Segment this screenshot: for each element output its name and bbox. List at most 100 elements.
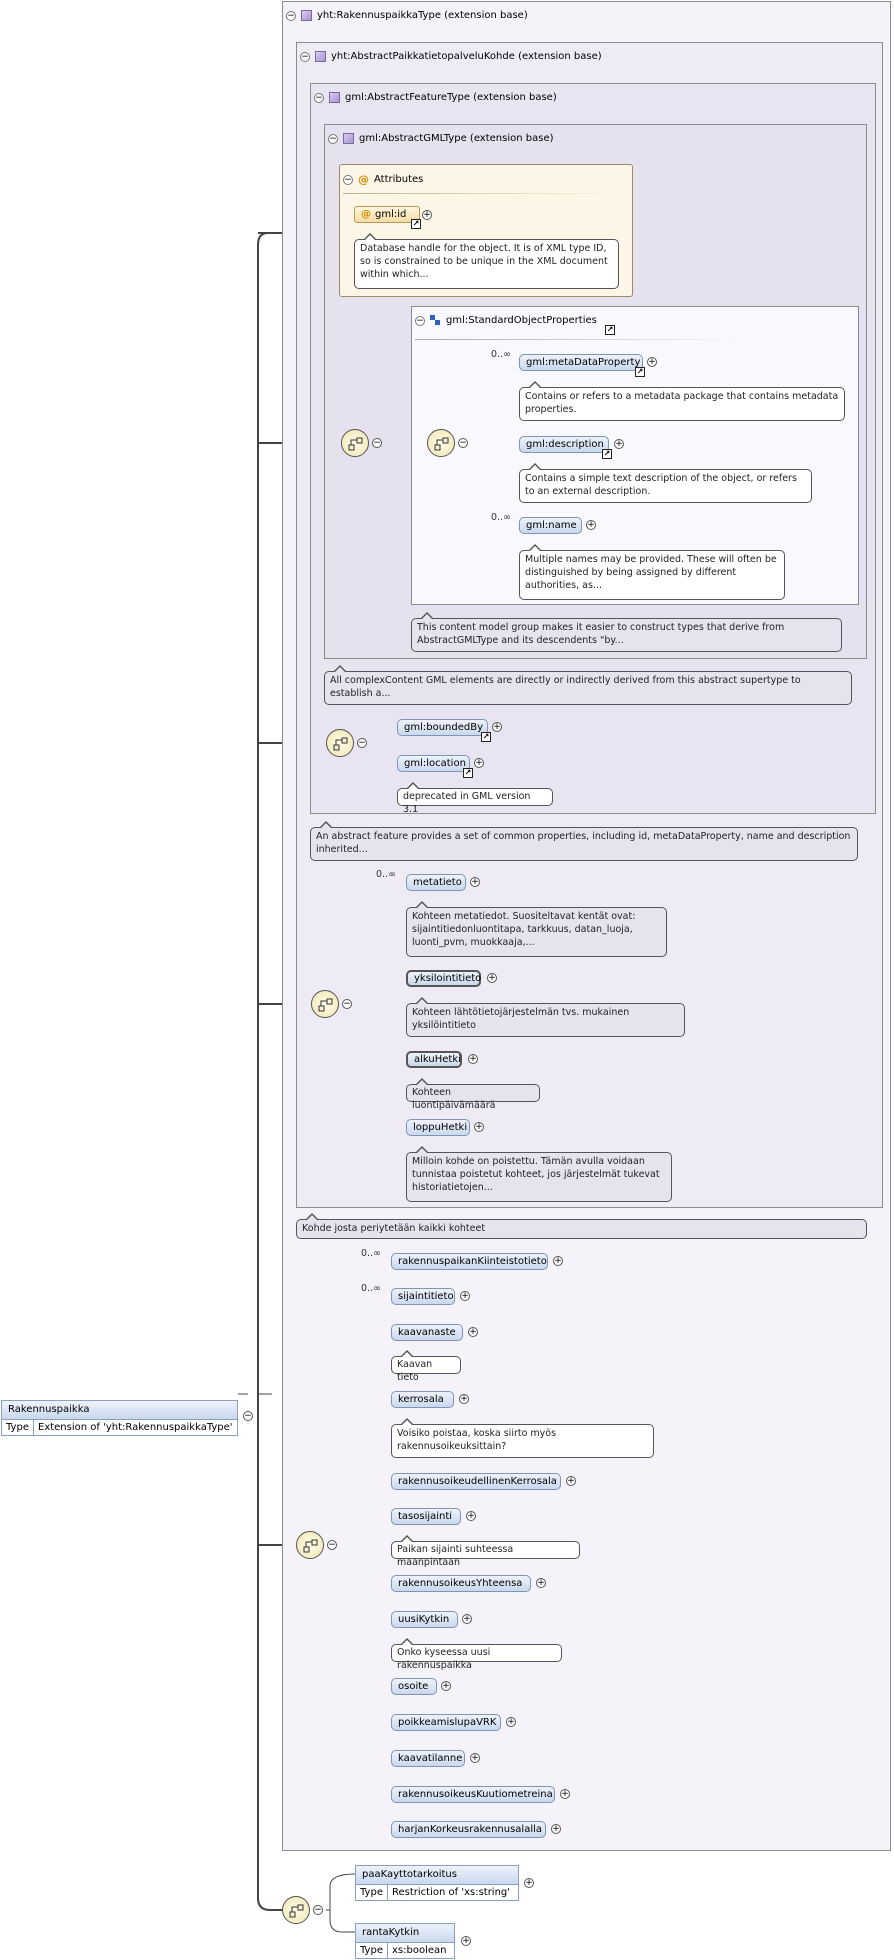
element-rakennuspaikankiinteistotieto[interactable]: rakennuspaikanKiinteistotieto [391,1253,548,1270]
expand-icon[interactable]: + [551,1824,561,1834]
yksilointitieto-doc: Kohteen lähtötietojärjestelmän tvs. muka… [406,997,685,1037]
paakayttotarkoitus-type-label: Type [356,1885,388,1901]
collapse-icon[interactable]: − [314,92,324,103]
collapse-icon[interactable]: − [415,315,425,326]
expand-icon[interactable]: + [566,1476,576,1486]
extension-icon [315,51,326,62]
collapse-icon[interactable]: − [286,10,296,21]
expand-icon[interactable]: + [468,1327,478,1337]
element-osoite[interactable]: osoite [391,1678,437,1695]
element-alkuhetki[interactable]: alkuHetki [406,1051,462,1068]
expand-icon[interactable]: + [474,1122,484,1132]
sequence-icon[interactable] [427,429,455,457]
expand-icon[interactable]: + [470,1753,480,1763]
element-metatieto[interactable]: metatieto [406,874,466,891]
collapse-icon[interactable]: − [327,1540,337,1550]
element-poikkeamislupavrk[interactable]: poikkeamislupaVRK [391,1714,501,1731]
element-rakennusoikeusyhteensa[interactable]: rakennusoikeusYhteensa [391,1575,531,1592]
link-icon[interactable]: ↗ [602,449,612,459]
metatieto-doc: Kohteen metatiedot. Suositeltavat kentät… [406,901,667,957]
expand-icon[interactable]: + [459,1394,469,1404]
element-rakennusoikeuskuutiometreina[interactable]: rakennusoikeusKuutiometreina [391,1786,555,1803]
kerrosala-doc: Voisiko poistaa, koska siirto myös raken… [391,1418,654,1458]
expand-icon[interactable]: + [462,1614,472,1624]
collapse-icon[interactable]: − [357,738,367,748]
cardinality-label: 0..∞ [376,869,396,880]
expand-icon[interactable]: + [647,357,657,367]
element-gml-description[interactable]: gml:description [519,436,609,453]
sequence-icon[interactable] [296,1531,324,1559]
attribute-icon: @ [358,173,369,186]
element-kaavatilanne[interactable]: kaavatilanne [391,1750,465,1767]
attr-gml-id[interactable]: gml:id [354,206,420,223]
expand-icon[interactable]: + [466,1511,476,1521]
group-icon [430,315,441,326]
element-sijaintitieto[interactable]: sijaintitieto [391,1288,455,1305]
name-doc: Multiple names may be provided. These wi… [519,544,785,600]
expand-icon[interactable]: + [536,1578,546,1588]
expand-icon[interactable]: + [553,1256,563,1266]
root-type-value: Extension of 'yht:RakennuspaikkaType' [38,1422,233,1433]
element-gml-name[interactable]: gml:name [519,517,582,534]
cardinality-label: 0..∞ [491,349,511,360]
collapse-icon[interactable]: − [343,174,353,185]
collapse-icon[interactable]: − [300,51,310,62]
root-type-label: Type [2,1420,34,1436]
link-icon[interactable]: ↗ [463,768,473,778]
sequence-icon[interactable] [326,729,354,757]
link-icon[interactable]: ↗ [411,219,421,229]
collapse-icon[interactable]: − [313,1905,323,1915]
collapse-icon[interactable]: − [372,438,382,448]
expand-icon[interactable]: + [468,1054,478,1064]
element-harjankorkeusrakennusalalla[interactable]: harjanKorkeusrakennusalalla [391,1821,546,1838]
expand-icon[interactable]: + [524,1878,534,1888]
element-kaavanaste[interactable]: kaavanaste [391,1324,463,1341]
panel-title-rakennuspaikkatype: yht:RakennuspaikkaType (extension base) [317,10,528,21]
gml-id-doc: Database handle for the object. It is of… [354,233,619,289]
expand-icon[interactable]: + [474,758,484,768]
root-collapse-icon[interactable]: − [243,1411,253,1421]
expand-icon[interactable]: + [487,973,497,983]
link-icon[interactable]: ↗ [635,367,645,377]
kaavanaste-doc: Kaavan tieto [391,1350,461,1383]
collapse-icon[interactable]: − [328,133,338,144]
panel-title-abstractpaikkatietopalvelukohde: yht:AbstractPaikkatietopalveluKohde (ext… [331,51,602,62]
expand-icon[interactable]: + [422,210,432,220]
element-uusikytkin[interactable]: uusiKytkin [391,1611,458,1628]
element-gml-boundedby[interactable]: gml:boundedBy [397,719,488,736]
element-yksilointitieto[interactable]: yksilointitieto [406,970,481,987]
expand-icon[interactable]: + [470,877,480,887]
expand-icon[interactable]: + [560,1789,570,1799]
extension-icon [329,92,340,103]
expand-icon[interactable]: + [441,1681,451,1691]
expand-icon[interactable]: + [460,1291,470,1301]
element-gml-location[interactable]: gml:location [397,755,470,772]
sequence-icon[interactable] [282,1896,310,1924]
element-rakennusoikeudellinenkerrosala[interactable]: rakennusoikeudellinenKerrosala [391,1473,561,1490]
expand-icon[interactable]: + [461,1936,471,1946]
paakayttotarkoitus-name: paaKayttotarkoitus [356,1866,518,1885]
expand-icon[interactable]: + [614,439,624,449]
expand-icon[interactable]: + [506,1717,516,1727]
metadataproperty-doc: Contains or refers to a metadata package… [519,381,845,421]
element-gml-metadataproperty[interactable]: gml:metaDataProperty [519,354,643,371]
element-loppuhetki[interactable]: loppuHetki [406,1119,470,1136]
link-icon[interactable]: ↗ [605,325,615,335]
link-icon[interactable]: ↗ [481,732,491,742]
sequence-icon[interactable] [311,990,339,1018]
cardinality-label: 0..∞ [361,1283,381,1294]
description-doc: Contains a simple text description of th… [519,463,812,503]
tasosijainti-doc: Paikan sijainti suhteessa maanpintaan [391,1535,580,1568]
collapse-icon[interactable]: − [342,999,352,1009]
sequence-icon[interactable] [341,429,369,457]
expand-icon[interactable]: + [492,722,502,732]
rantakytkin-type-value: xs:boolean [392,1945,447,1956]
expand-icon[interactable]: + [586,520,596,530]
collapse-icon[interactable]: − [458,438,468,448]
extension-icon [343,133,354,144]
element-tasosijainti[interactable]: tasosijainti [391,1508,461,1525]
element-kerrosala[interactable]: kerrosala [391,1391,454,1408]
